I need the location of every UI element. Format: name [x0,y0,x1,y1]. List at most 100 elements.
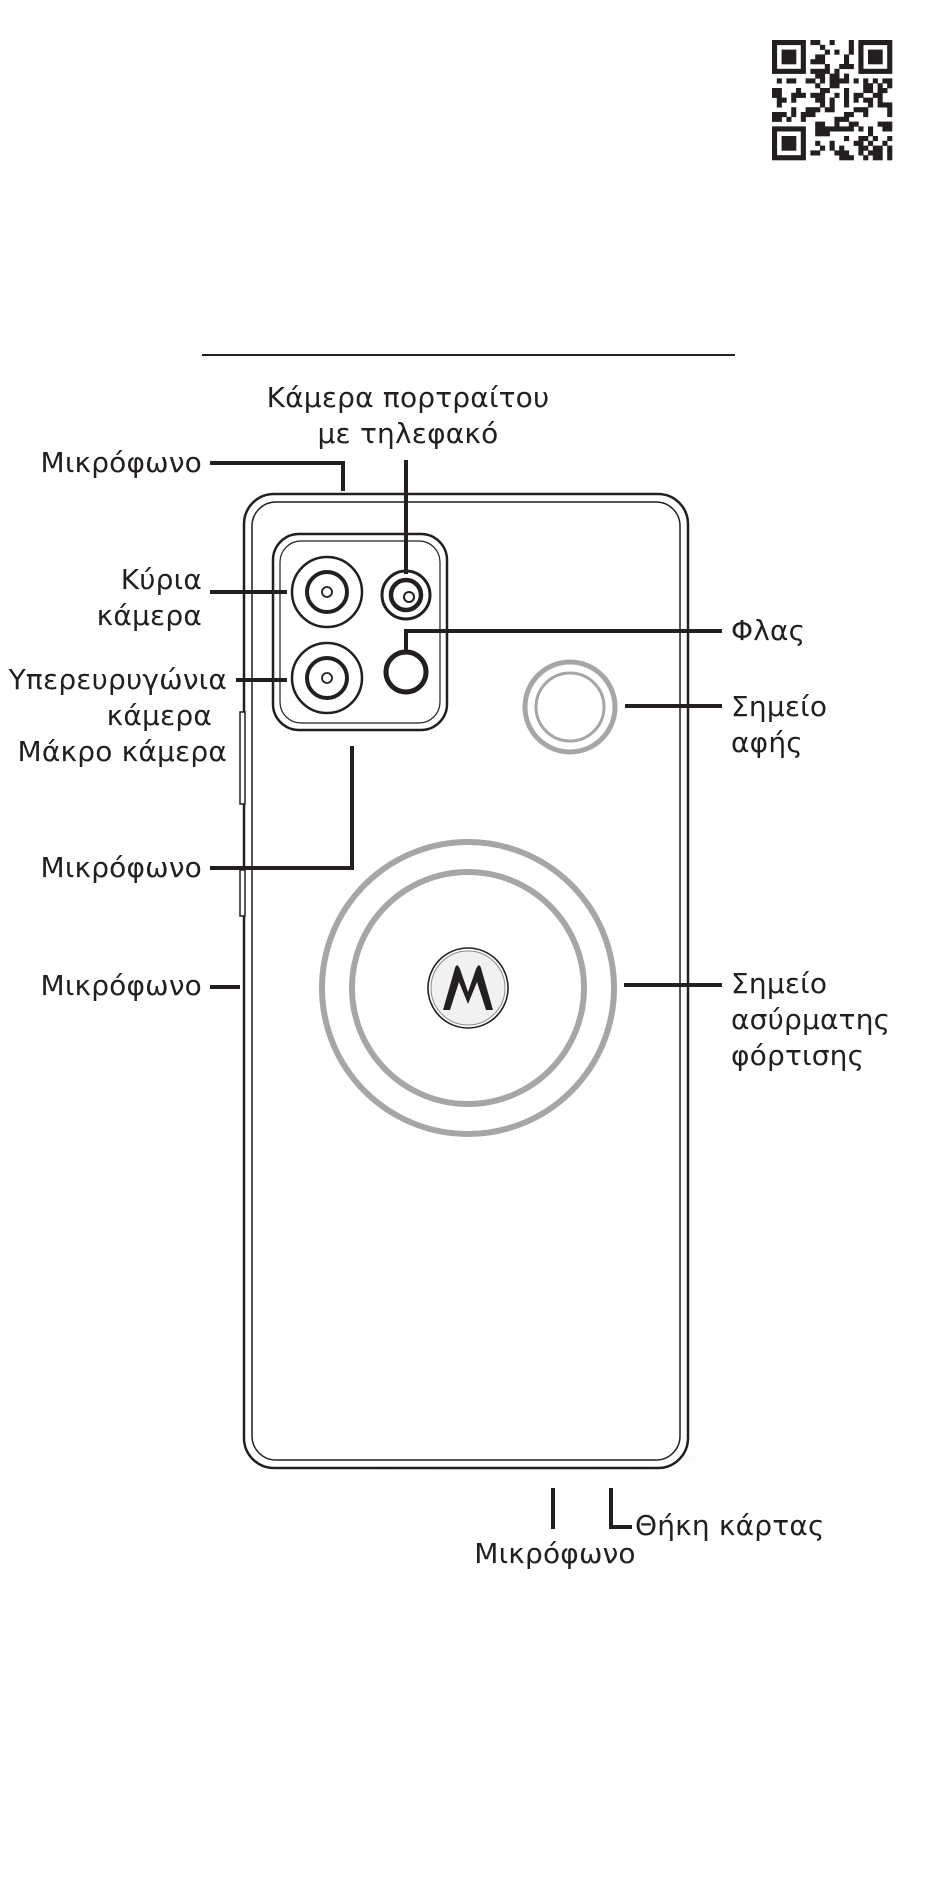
qr-module [887,40,892,45]
qr-module [878,69,883,74]
label-portrait-camera: Κάμερα πορτραίτου με τηλεφακό [258,380,558,452]
qr-module [801,155,806,160]
qr-module [863,107,868,112]
qr-module [873,78,878,83]
qr-module [887,83,892,88]
qr-module [801,141,806,146]
qr-module [801,54,806,59]
qr-module [834,122,839,127]
qr-module [782,54,787,59]
qr-module [839,78,844,83]
qr-module [777,126,782,131]
qr-module [887,126,892,131]
qr-module [887,50,892,55]
qr-module [810,59,815,64]
qr-module [796,93,801,98]
qr-module [863,155,868,160]
qr-module [830,102,835,107]
qr-module [878,40,883,45]
qr-module [854,141,859,146]
qr-module [772,146,777,151]
qr-module [815,141,820,146]
qr-module [887,102,892,107]
qr-module [878,54,883,59]
qr-module [834,83,839,88]
qr-module [801,40,806,45]
qr-module [873,59,878,64]
qr-module [772,59,777,64]
qr-module [777,78,782,83]
qr-module [868,50,873,55]
qr-module [782,141,787,146]
qr-module [815,122,820,127]
qr-module [796,69,801,74]
qr-module [839,126,844,131]
qr-module [791,93,796,98]
qr-module [830,98,835,103]
qr-module [786,54,791,59]
qr-module [782,126,787,131]
qr-module [844,155,849,160]
qr-module [868,83,873,88]
qr-module [844,150,849,155]
qr-module [820,102,825,107]
qr-module [858,64,863,69]
qr-module [839,146,844,151]
qr-module [820,74,825,79]
qr-module [782,155,787,160]
qr-module [815,69,820,74]
qr-module [882,88,887,93]
qr-module [820,126,825,131]
qr-module [878,155,883,160]
qr-module [772,50,777,55]
qr-module [772,93,777,98]
qr-module [772,136,777,141]
qr-module [849,126,854,131]
qr-module [863,88,868,93]
qr-module [815,74,820,79]
qr-module [791,69,796,74]
qr-module [782,98,787,103]
qr-module [791,136,796,141]
qr-module [810,69,815,74]
qr-module [777,98,782,103]
qr-module [782,40,787,45]
qr-module [801,45,806,50]
qr-module [820,69,825,74]
qr-module [858,40,863,45]
qr-module [786,146,791,151]
qr-module [873,40,878,45]
qr-module [849,45,854,50]
qr-module [834,69,839,74]
qr-module [801,69,806,74]
qr-module [782,50,787,55]
qr-module [801,126,806,131]
qr-module [830,40,835,45]
qr-module [815,126,820,131]
qr-module [878,146,883,151]
qr-module [887,64,892,69]
qr-module [815,98,820,103]
side-button-volume [240,712,245,804]
qr-module [820,88,825,93]
qr-module [858,107,863,112]
qr-module [868,141,873,146]
qr-module [887,146,892,151]
label-mic-side: Μικρόφωνο [0,968,202,1004]
qr-module [882,40,887,45]
main-camera-lens [292,557,362,627]
side-button-power [240,870,245,916]
qr-module [777,102,782,107]
qr-module [830,107,835,112]
qr-module [873,136,878,141]
qr-module [849,64,854,69]
ultrawide-camera-lens [292,643,362,713]
qr-module [887,45,892,50]
qr-module [777,117,782,122]
qr-module [820,78,825,83]
qr-module [830,74,835,79]
qr-module [801,150,806,155]
qr-module [801,64,806,69]
qr-module [878,59,883,64]
qr-module [863,98,868,103]
